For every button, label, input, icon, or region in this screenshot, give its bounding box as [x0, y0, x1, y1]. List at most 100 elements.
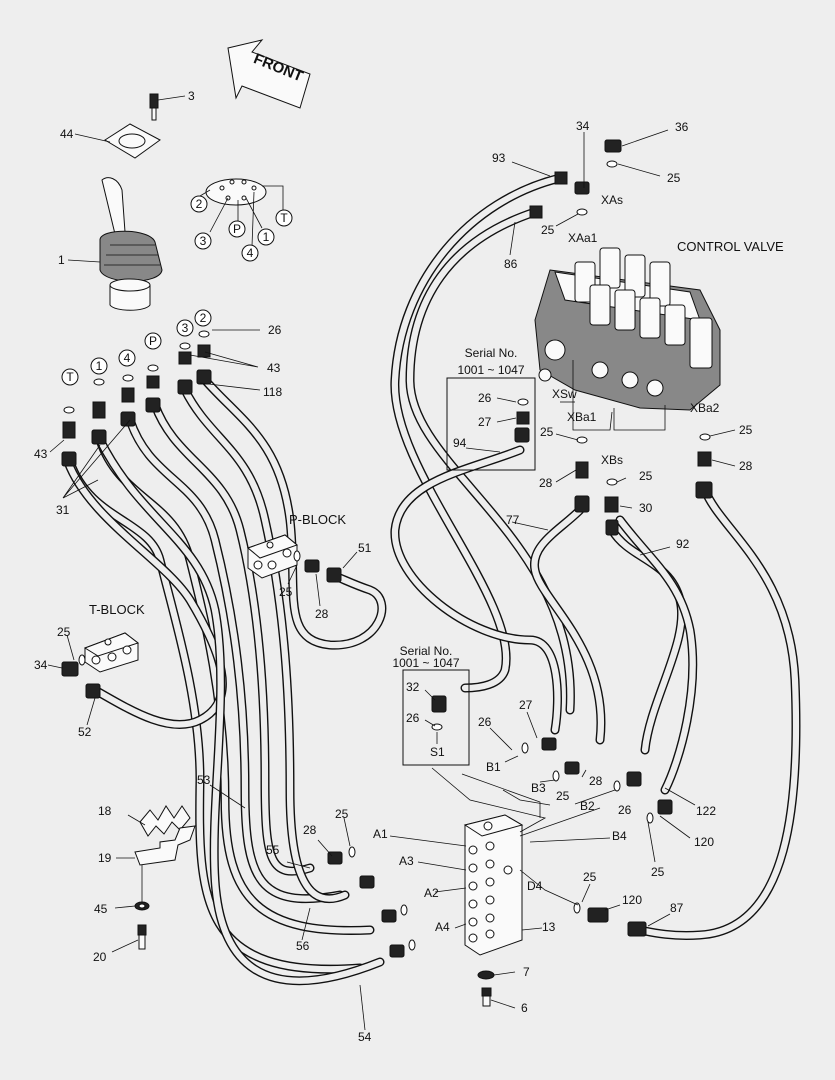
callout-19: 19: [98, 851, 112, 865]
callout-30: 30: [639, 501, 653, 515]
callout-53: 53: [197, 773, 211, 787]
hose-group: [63, 173, 801, 986]
pilot-port-markers: 2 3 P 1 4 T 2 3 P 4 1 T: [61, 195, 293, 386]
callout-13: 13: [542, 920, 556, 934]
manifold-13: [463, 814, 524, 1007]
callout-93: 93: [492, 151, 506, 165]
joystick-outlet-fittings: [61, 330, 212, 467]
port-marker-t-line: T: [66, 370, 74, 384]
hose-55: [150, 400, 315, 876]
bolt-3: [149, 93, 159, 109]
hose-87: [635, 485, 801, 940]
hose-54: [95, 435, 385, 986]
callout-7: 7: [523, 965, 530, 979]
hose-56: [180, 385, 350, 904]
callout-118: 118: [263, 385, 282, 399]
port-labels: XAs XAa1 XSw XBa1 XBa2 XBs A1 A3 A2 A4 B…: [373, 193, 720, 934]
port-marker-1-plate: 1: [263, 230, 270, 244]
joystick-base: [109, 284, 151, 311]
callout-1: 1: [58, 253, 65, 267]
callout-120-d4: 120: [622, 893, 642, 907]
port-xaa1: XAa1: [568, 231, 598, 245]
callout-26-b1: 26: [478, 715, 492, 729]
callout-25-tblock: 25: [57, 625, 71, 639]
serial-box-2-title: Serial No.: [400, 644, 453, 658]
port-b3: B3: [531, 781, 546, 795]
pilot-port-plate: [199, 178, 284, 247]
section-labels: CONTROL VALVE P-BLOCK T-BLOCK Serial No.…: [89, 239, 784, 670]
callout-28-xba1: 28: [539, 476, 553, 490]
callout-27-serial: 27: [478, 415, 492, 429]
serial-box-2-range: 1001 ~ 1047: [392, 656, 459, 670]
callout-34-top: 34: [576, 119, 590, 133]
port-s1: S1: [430, 745, 445, 759]
joystick-lever: [101, 177, 126, 235]
callout-87: 87: [670, 901, 684, 915]
callout-92: 92: [676, 537, 690, 551]
hose-94: [390, 445, 562, 735]
port-marker-4-plate: 4: [247, 246, 254, 260]
callout-28-a1: 28: [303, 823, 317, 837]
port-marker-2-plate: 2: [196, 197, 203, 211]
callout-25-b3: 25: [556, 789, 570, 803]
callout-25-top: 25: [667, 171, 681, 185]
port-b4: B4: [612, 829, 627, 843]
hose-77: [530, 505, 606, 745]
port-a1: A1: [373, 827, 388, 841]
port-marker-3-plate: 3: [200, 234, 207, 248]
hose-122: [615, 515, 698, 795]
callout-120-b4: 120: [694, 835, 714, 849]
callout-25-xbs: 25: [639, 469, 653, 483]
callout-34-tblock: 34: [34, 658, 48, 672]
hose-53: [125, 415, 345, 904]
port-a4: A4: [435, 920, 450, 934]
part-callouts: 3 44 1 26 43 118 43 31 93 34 36 25 25 86…: [34, 89, 753, 1044]
callout-56: 56: [296, 939, 310, 953]
callout-44: 44: [60, 127, 74, 141]
callout-32: 32: [406, 680, 420, 694]
port-a3: A3: [399, 854, 414, 868]
t-block-label: T-BLOCK: [89, 602, 145, 617]
callout-25-b4: 25: [651, 865, 665, 879]
port-xba2: XBa2: [690, 401, 720, 415]
port-b2: B2: [580, 799, 595, 813]
serial-box-2: [402, 669, 470, 766]
serial-box-1: [446, 377, 536, 471]
port-marker-2-line: 2: [200, 311, 207, 325]
port-marker-p-plate: P: [233, 222, 241, 236]
callout-28-pblock: 28: [315, 607, 329, 621]
callout-54: 54: [358, 1030, 372, 1044]
callout-26-serial: 26: [478, 391, 492, 405]
serial-box-1-range: 1001 ~ 1047: [457, 363, 524, 377]
callout-25-d4: 25: [583, 870, 597, 884]
callout-26-s1: 26: [406, 711, 420, 725]
control-valve-label: CONTROL VALVE: [677, 239, 784, 254]
callout-25-xaa1: 25: [541, 223, 555, 237]
port-marker-p-line: P: [149, 334, 157, 348]
manifold-ports: [468, 841, 513, 943]
callout-25-xba1: 25: [540, 425, 554, 439]
callout-45: 45: [94, 902, 108, 916]
control-valve: [534, 247, 721, 411]
callout-52: 52: [78, 725, 92, 739]
port-d4: D4: [527, 879, 543, 893]
callout-43-left: 43: [34, 447, 48, 461]
callout-28-b3: 28: [589, 774, 603, 788]
callout-43-right: 43: [267, 361, 281, 375]
callout-94: 94: [453, 436, 467, 450]
callout-26-b2: 26: [618, 803, 632, 817]
hose-93: [390, 173, 565, 693]
callout-3: 3: [188, 89, 195, 103]
front-arrow: FRONT: [227, 39, 311, 109]
port-marker-3-line: 3: [182, 321, 189, 335]
port-xas: XAs: [601, 193, 623, 207]
port-xsw: XSw: [552, 387, 577, 401]
valve-fittings: [514, 139, 713, 536]
port-marker-1-line: 1: [96, 359, 103, 373]
p-block: [247, 534, 342, 583]
port-b1: B1: [486, 760, 501, 774]
callout-25-xba2: 25: [739, 423, 753, 437]
callout-86: 86: [504, 257, 518, 271]
callout-20: 20: [93, 950, 107, 964]
